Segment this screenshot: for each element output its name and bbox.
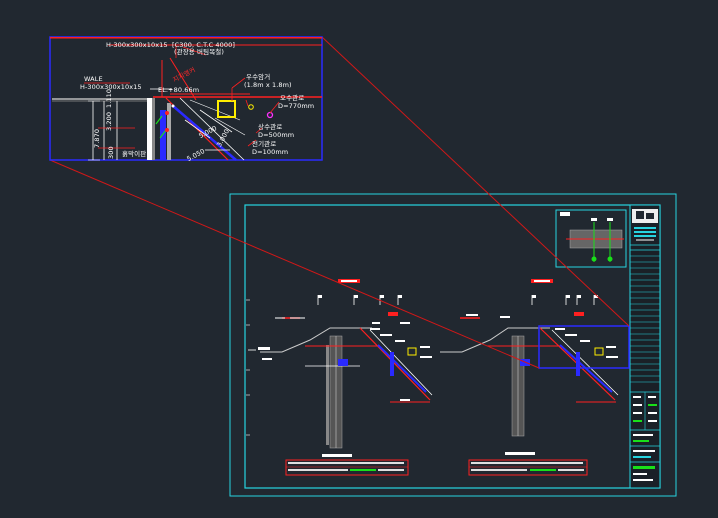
label-wale-title: WALE bbox=[84, 75, 103, 83]
label-culvert-size: (1.8m x 1.8m) bbox=[244, 81, 292, 89]
label-pipe1-dia: D=770mm bbox=[278, 102, 315, 110]
zoom-leader-lines bbox=[49, 36, 630, 369]
label-pipe2-dia: D=500mm bbox=[258, 131, 295, 139]
label-pipe2-name: 상수관로 bbox=[258, 123, 283, 131]
label-pipe3-dia: D=100mm bbox=[252, 148, 289, 156]
section-right bbox=[440, 279, 619, 476]
detail-inset bbox=[49, 36, 323, 161]
dim-top: 1.110 bbox=[105, 88, 113, 108]
label-culvert: 우수암거 bbox=[246, 73, 271, 81]
label-pipe1-name: 오수관로 bbox=[280, 94, 305, 102]
label-spec-line1: [C300, C.T.C 4000] bbox=[172, 41, 235, 49]
title-block bbox=[629, 204, 661, 489]
dim-mid: 3.200 bbox=[105, 111, 113, 131]
label-pipe3-name: 전기관로 bbox=[252, 140, 277, 148]
label-beam-top: H-300x300x10x15 bbox=[106, 41, 168, 49]
key-plan bbox=[555, 209, 627, 268]
dim-total: 7.870 bbox=[93, 128, 101, 148]
label-wale-beam: H-300x300x10x15 bbox=[80, 83, 142, 91]
dim-bottom: 300 bbox=[107, 146, 115, 159]
label-spec-line2: (관장용 버팀목철) bbox=[174, 48, 224, 56]
section-left bbox=[246, 279, 433, 476]
zoom-target-frame[interactable] bbox=[538, 325, 630, 369]
label-elevation: EL.+80.66m bbox=[158, 86, 200, 94]
label-ground: 흙막이판 bbox=[122, 150, 147, 158]
